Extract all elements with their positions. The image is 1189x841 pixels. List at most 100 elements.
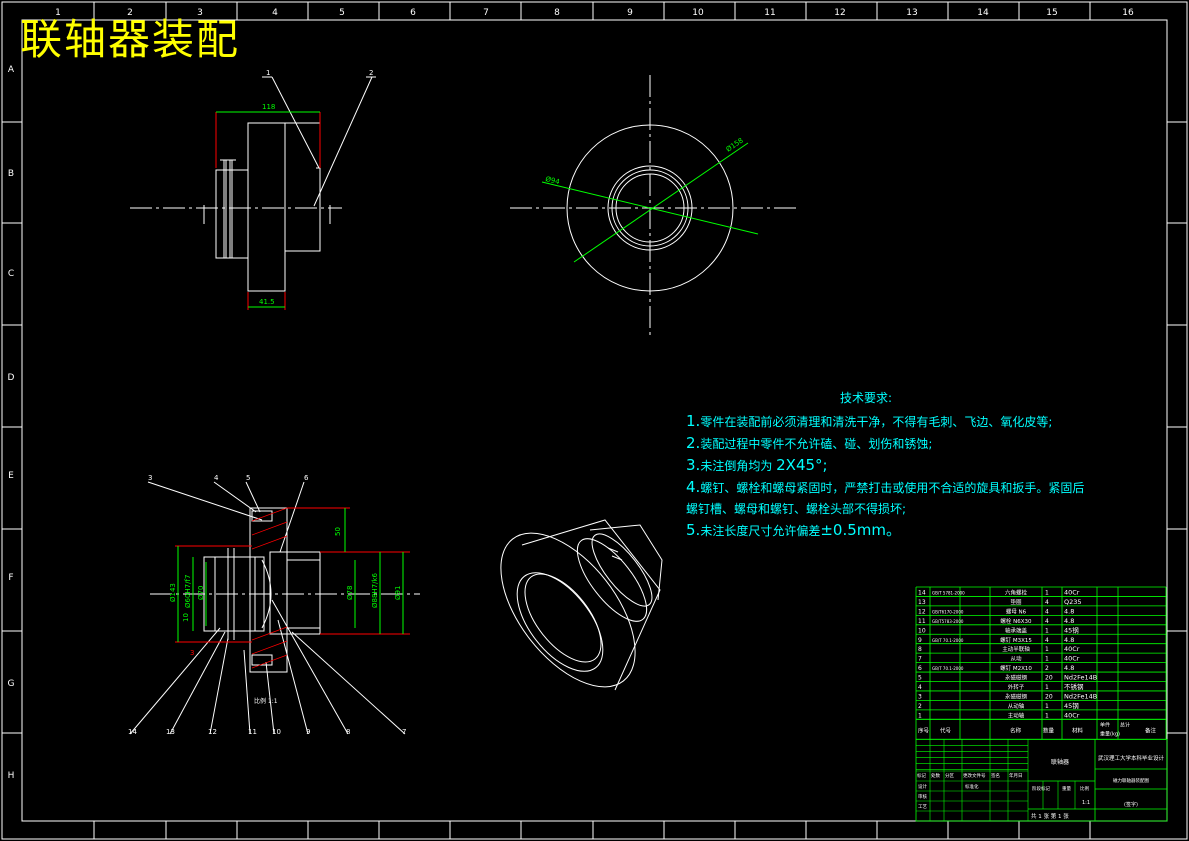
tb-left-label: 设计 <box>918 783 927 790</box>
dim-d70: Ø70 <box>197 586 205 600</box>
bom-no: 13 <box>918 599 926 606</box>
bom-qty: 4 <box>1045 608 1049 615</box>
bom-std: GB/T5783-2000 <box>932 619 964 624</box>
tech-item-3: 3.未注倒角均为 2X45°; <box>686 456 828 474</box>
dim-d91: Ø91 <box>394 586 402 600</box>
column-marker: 4 <box>272 8 278 18</box>
row-marker: D <box>8 373 15 383</box>
bom-header-remark: 备注 <box>1145 726 1157 734</box>
bom-no: 1 <box>918 712 922 719</box>
bom-qty: 2 <box>1045 665 1049 672</box>
bom-no: 3 <box>918 693 922 700</box>
column-marker: 15 <box>1046 8 1057 18</box>
bom-header-mat: 材料 <box>1072 726 1084 734</box>
bom-no: 7 <box>918 656 922 663</box>
tech-item-1: 1.零件在装配前必须清理和清洗干净，不得有毛刺、飞边、氧化皮等; <box>686 412 1053 430</box>
tb-stage-label: 阶段标记 <box>1032 785 1050 792</box>
bom-name: 永磁磁钢 <box>1005 692 1028 700</box>
part-balloon: 9 <box>306 728 310 736</box>
bom-qty: 1 <box>1045 627 1049 634</box>
column-marker: 7 <box>483 8 489 18</box>
column-marker: 13 <box>906 8 917 18</box>
column-marker: 10 <box>692 8 704 18</box>
tech-item-5: 5.未注长度尺寸允许偏差±0.5mm。 <box>686 521 901 539</box>
column-marker: 3 <box>197 8 203 18</box>
bom-no: 2 <box>918 703 922 710</box>
part-balloon: 10 <box>272 728 281 736</box>
bom-material: 不锈钢 <box>1064 682 1084 691</box>
bom-qty: 4 <box>1045 637 1049 644</box>
bom-header-name: 名称 <box>1010 726 1022 734</box>
part-balloon: 8 <box>346 728 350 736</box>
column-marker: 6 <box>410 8 416 18</box>
dim-d78: Ø78 <box>346 586 354 600</box>
bom-name: 螺母 N6 <box>1006 607 1027 615</box>
column-marker: 14 <box>977 8 989 18</box>
dim-3: 3 <box>190 649 194 657</box>
bom-name: 螺钉 M2X10 <box>1000 664 1032 672</box>
bom-header-weight1: 单件 <box>1100 721 1110 728</box>
tech-item-4-cont: 螺钉槽、螺母和螺钉、螺栓头部不得损坏; <box>686 502 907 516</box>
part-balloon: 3 <box>148 474 152 482</box>
bom-header-weight2: 总计 <box>1120 721 1130 728</box>
bom-material: 40Cr <box>1064 711 1080 719</box>
part-balloon: 5 <box>246 474 250 482</box>
bom-name: 外转子 <box>1008 683 1025 691</box>
tb-label: 标记 <box>917 772 926 779</box>
column-marker: 11 <box>764 8 775 18</box>
bom-std: GB/T 70.1-2000 <box>932 666 964 671</box>
bom-name: 主动半联轴 <box>1002 645 1030 653</box>
balloon-2: 2 <box>369 69 373 77</box>
bom-std: GB/T 5781-2000 <box>932 591 965 596</box>
column-marker: 12 <box>834 8 845 18</box>
bom-qty: 20 <box>1045 693 1053 700</box>
bom-material: Q235 <box>1064 598 1082 606</box>
bom-no: 12 <box>918 608 926 615</box>
part-balloon: 4 <box>214 474 219 482</box>
bom-header-std: 代号 <box>940 726 952 734</box>
tb-label: 更改文件号 <box>963 772 986 779</box>
bom-name: 从动 <box>1010 656 1022 663</box>
tb-left-label: 审核 <box>918 793 927 800</box>
tb-drawing-name: 联轴器 <box>1051 758 1069 766</box>
bom-qty: 1 <box>1045 712 1049 719</box>
tb-label: 年月日 <box>1009 772 1023 779</box>
bom-qty: 4 <box>1045 599 1049 606</box>
bom-material: 40Cr <box>1064 645 1080 653</box>
technical-requirements: 技术要求: 1.零件在装配前必须清理和清洗干净，不得有毛刺、飞边、氧化皮等; 2… <box>686 388 1084 542</box>
section-hatch <box>251 507 288 669</box>
bom-std: GB/T 70.1-2000 <box>932 638 964 643</box>
bom-qty: 1 <box>1045 656 1049 663</box>
bom-name: 螺钉 M3X15 <box>1000 636 1032 644</box>
bom-header-weight: 重量(kg) <box>1100 730 1120 737</box>
bom-material: 4.8 <box>1064 636 1074 644</box>
bom-material: 4.8 <box>1064 617 1074 625</box>
bom-no: 4 <box>918 684 922 691</box>
dim-50: 50 <box>334 527 342 536</box>
dim-d88: Ø88H7/k6 <box>371 572 379 608</box>
bom-no: 8 <box>918 646 922 653</box>
dim-d143: Ø143 <box>169 583 177 602</box>
bom-name: 轴承端盖 <box>1005 626 1028 634</box>
bom-no: 9 <box>918 637 922 644</box>
title-block: 联轴器武汉理工大学本科毕业设计磁力联轴器装配图(签字)标记处数分区更改文件号签名… <box>915 738 1168 822</box>
bom-material: Nd2Fe14B <box>1064 692 1097 700</box>
bom-name: 主动轴 <box>1008 711 1025 719</box>
section-view <box>129 481 420 735</box>
bom-no: 11 <box>918 618 926 625</box>
dim-118: 118 <box>262 103 275 111</box>
bom-no: 5 <box>918 675 922 682</box>
section-scale: 比例 1:1 <box>254 697 278 705</box>
part-balloon: 7 <box>402 728 406 736</box>
bom-name: 从动轴 <box>1008 702 1025 710</box>
bom-material: Nd2Fe14B <box>1064 674 1097 682</box>
bom-material: 4.8 <box>1064 607 1074 615</box>
bom-qty: 1 <box>1045 703 1049 710</box>
row-marker: E <box>8 471 14 481</box>
tech-heading: 技术要求: <box>839 391 893 405</box>
dim-10: 10 <box>182 613 190 622</box>
bom-header-qty: 数量 <box>1043 726 1055 734</box>
